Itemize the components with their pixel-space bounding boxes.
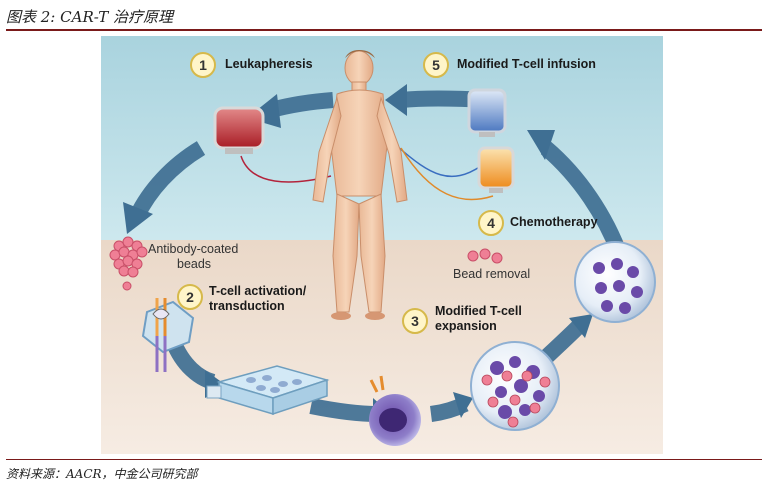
cart-diagram: 1 Leukapheresis 5 Modified T-cell infusi… (101, 36, 663, 454)
figure-title: 图表 2: CAR-T 治疗原理 (6, 8, 174, 26)
step-5-badge: 5 (423, 52, 449, 78)
step-3-label-line1: Modified T-cell (435, 304, 522, 318)
blood-bag (213, 106, 265, 154)
step-1-badge: 1 (190, 52, 216, 78)
bead-removal-label: Bead removal (453, 267, 531, 281)
step-1-label: Leukapheresis (225, 57, 313, 71)
diagram-artwork (101, 36, 663, 454)
step-5-label: Modified T-cell infusion (457, 57, 596, 71)
step-2-label-line1: T-cell activation/ (209, 284, 307, 298)
top-divider (6, 29, 762, 31)
beads-label-line2: beads (177, 257, 212, 271)
step-4-label: Chemotherapy (510, 215, 598, 229)
step-3-label-line2: expansion (435, 319, 497, 333)
source-note: 资料来源：AACR，中金公司研究部 (6, 467, 198, 481)
step-4-badge: 4 (478, 210, 504, 236)
bottom-divider (6, 459, 762, 460)
step-2-label-line2: transduction (209, 299, 285, 313)
step-3-badge: 3 (402, 308, 428, 334)
beads-label-line1: Antibody-coated (148, 242, 239, 256)
step-2-badge: 2 (177, 284, 203, 310)
